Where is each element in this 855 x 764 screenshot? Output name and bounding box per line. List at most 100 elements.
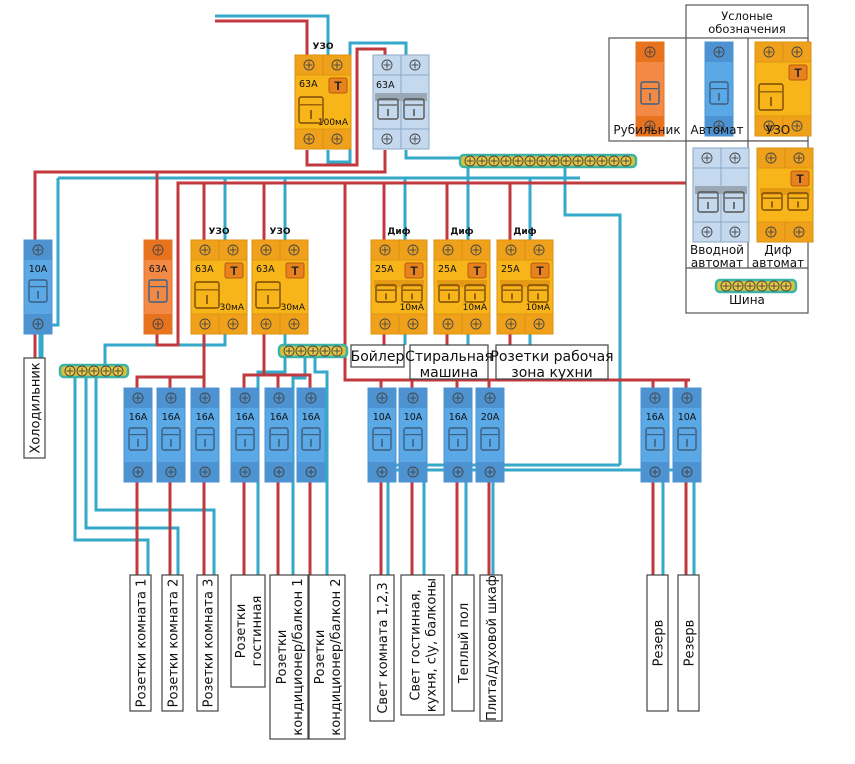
breaker-11: 16А: [640, 387, 670, 483]
rating-label: 63А: [256, 264, 275, 275]
screw-icon: [132, 466, 144, 478]
breaker-6: 16А: [296, 387, 326, 483]
screw-icon: [681, 466, 693, 478]
phase-wires: [33, 19, 690, 575]
screw-icon: [331, 133, 343, 145]
breaker-3: 16А: [190, 387, 220, 483]
load-box: [495, 344, 609, 380]
legend-rcbo-icon: T: [756, 147, 814, 243]
load-label-8: Свет гостинная,кухня, с\у, балконы: [400, 574, 445, 716]
phase-wire: [242, 334, 266, 388]
lever-icon: [709, 81, 729, 105]
screw-icon: [32, 244, 44, 256]
legend-label: Шина: [729, 293, 765, 307]
rcd1-neutral-busbar: [58, 363, 130, 379]
screw-icon: [533, 244, 545, 256]
sensitivity-label: 100мА: [318, 118, 349, 128]
screw-icon: [701, 226, 713, 238]
legend-label: Диф: [764, 243, 791, 257]
screw-icon: [305, 466, 317, 478]
breaker-8: 10А: [398, 387, 428, 483]
phase-wire: [305, 47, 387, 167]
load-text-group: Резерв: [652, 620, 667, 667]
lever-icon: [403, 427, 423, 451]
rating-label: 20А: [481, 412, 500, 423]
input-main-breaker: 63А: [372, 54, 430, 150]
legend-main-breaker-icon: [692, 147, 750, 243]
screw-icon: [442, 318, 454, 330]
load-label-7: Свет комната 1,2,3: [369, 574, 395, 722]
load-label-11: Резерв: [646, 574, 669, 712]
load-label-2: Розетки комната 2: [161, 574, 184, 712]
screw-icon: [793, 226, 805, 238]
load-box: [161, 574, 184, 712]
lever-icon: [269, 427, 289, 451]
lever-bar: [374, 280, 424, 287]
screw-icon: [152, 318, 164, 330]
screw-icon: [407, 392, 419, 404]
load-text: Розетки: [275, 630, 290, 685]
load-box: [196, 574, 219, 712]
lever-icon: [194, 281, 220, 309]
lever-icon: [697, 191, 719, 213]
screw-icon: [199, 466, 211, 478]
screw-icon: [452, 466, 464, 478]
screw-icon: [260, 244, 272, 256]
load-box: [369, 574, 395, 722]
load-text-group: Розетки комната 3: [202, 579, 217, 708]
lever-icon: [448, 427, 468, 451]
lever-bar: [695, 186, 747, 194]
load-text: Розетки комната 3: [202, 579, 217, 708]
legend-label: автомат: [691, 256, 743, 270]
test-button: [467, 262, 487, 279]
breaker-7: 10А: [367, 387, 397, 483]
screw-icon: [165, 466, 177, 478]
load-label-1: Розетки комната 1: [129, 574, 152, 712]
rating-label: 25А: [375, 264, 394, 275]
screw-icon: [729, 226, 741, 238]
rating-label: 10А: [404, 412, 423, 423]
rating-label: 63А: [195, 264, 214, 275]
lever-icon: [758, 83, 784, 111]
load-text: Розетки рабочая: [490, 349, 613, 365]
screw-icon: [533, 318, 545, 330]
screw-icon: [409, 133, 421, 145]
lever-icon: [403, 98, 425, 120]
screw-icon: [407, 318, 419, 330]
load-text: кухня, с\у, балконы: [425, 578, 440, 712]
screw-icon: [303, 59, 315, 71]
rating-label: 16А: [270, 412, 289, 423]
lever-icon: [195, 427, 215, 451]
fridge-breaker: 10А: [23, 239, 53, 335]
phase-wire: [215, 19, 309, 55]
screw-icon: [649, 466, 661, 478]
load-text: Розетки комната 1: [135, 579, 150, 708]
test-button-label: T: [473, 264, 481, 278]
screw-icon: [199, 318, 211, 330]
main-neutral-busbar: [458, 153, 638, 169]
device-tag: Диф: [387, 227, 410, 237]
load-text: кондиционер/балкон 2: [329, 578, 344, 735]
lever-bar: [760, 188, 810, 195]
rating-label: 16А: [236, 412, 255, 423]
screw-icon: [765, 152, 777, 164]
screw-icon: [199, 244, 211, 256]
rating-label: 16А: [162, 412, 181, 423]
phase-wire: [155, 181, 690, 347]
screw-icon: [273, 466, 285, 478]
rating-label: 63А: [149, 264, 168, 275]
screw-icon: [260, 318, 272, 330]
screw-icon: [713, 46, 725, 58]
screw-icon: [470, 318, 482, 330]
screw-icon: [791, 120, 803, 132]
neutral-wire: [404, 150, 468, 160]
legend-label: УЗО: [766, 123, 790, 137]
screw-icon: [470, 244, 482, 256]
